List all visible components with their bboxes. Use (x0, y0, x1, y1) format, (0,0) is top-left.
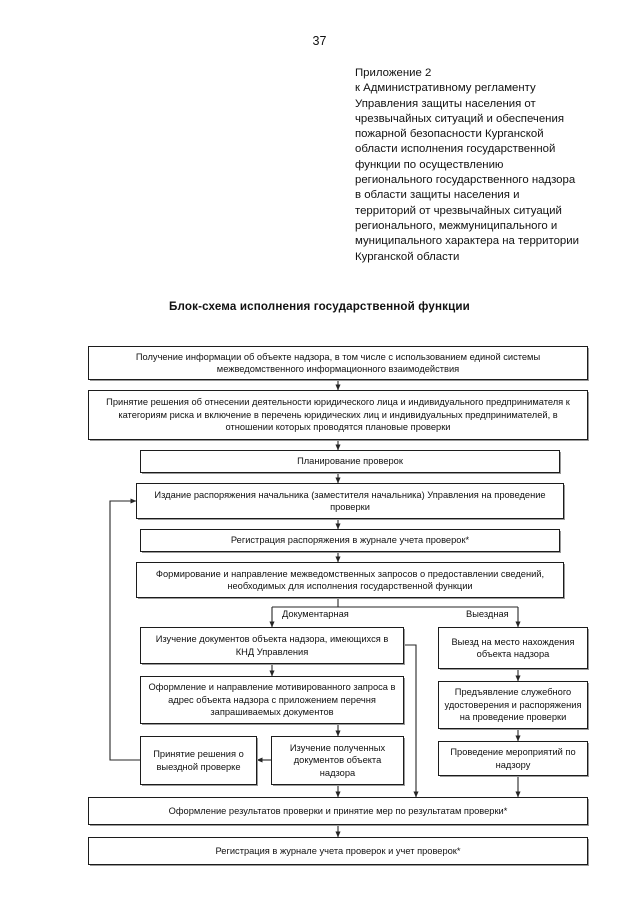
node-study-received-docs-label: Изучение полученных документов объекта н… (289, 742, 386, 778)
appendix-header-block: Приложение 2 к Административному регламе… (355, 66, 625, 265)
header-line-6: функции по осуществлению (355, 158, 504, 171)
node-planning-label: Планирование проверок (297, 456, 403, 467)
header-line-9: территорий от чрезвычайных ситуаций (355, 204, 562, 217)
node-supervision-activities: Проведение мероприятий по надзору (438, 741, 588, 776)
node-register-order-label: Регистрация распоряжения в журнале учета… (230, 535, 470, 546)
node-motivated-request: Оформление и направление мотивированного… (140, 676, 404, 724)
node-register-results: Регистрация в журнале учета проверок и у… (88, 837, 588, 865)
node-receive-info-label: Получение информации об объекте надзора,… (135, 351, 541, 374)
node-study-received-docs: Изучение полученных документов объекта н… (271, 736, 404, 785)
node-decision-field-check: Принятие решения о выездной проверке (140, 736, 257, 785)
node-present-credentials: Предъявление служебного удостоверения и … (438, 681, 588, 729)
node-travel-to-site-label: Выезд на место нахождения объекта надзор… (451, 636, 575, 659)
node-receive-info: Получение информации об объекте надзора,… (88, 346, 588, 380)
node-issue-order-label: Издание распоряжения начальника (замести… (154, 489, 546, 512)
header-line-8: в области защиты населения и (355, 189, 520, 202)
node-decision-field-check-label: Принятие решения о выездной проверке (153, 749, 244, 772)
branch-label-documentary: Документарная (282, 609, 349, 619)
header-line-5: области исполнения государственной (355, 143, 556, 156)
node-formalize-results: Оформление результатов проверки и принят… (88, 797, 588, 825)
node-travel-to-site: Выезд на место нахождения объекта надзор… (438, 627, 588, 669)
node-formalize-results-label: Оформление результатов проверки и принят… (168, 805, 508, 816)
node-issue-order: Издание распоряжения начальника (замести… (136, 483, 564, 519)
header-line-10: регионального, межмуниципального и (355, 219, 558, 232)
header-line-11: муниципального характера на территории (355, 235, 579, 248)
header-line-4: пожарной безопасности Курганской (355, 128, 544, 141)
node-risk-decision: Принятие решения об отнесении деятельнос… (88, 390, 588, 440)
page-number: 37 (312, 34, 327, 48)
header-line-0: Приложение 2 (355, 67, 432, 79)
node-present-credentials-label: Предъявление служебного удостоверения и … (444, 687, 582, 723)
header-line-1: к Административному регламенту (355, 82, 536, 95)
header-line-7: регионального государственного надзора (355, 174, 576, 187)
node-supervision-activities-label: Проведение мероприятий по надзору (450, 747, 576, 770)
node-study-docs-knd: Изучение документов объекта надзора, име… (140, 627, 404, 664)
node-study-docs-knd-label: Изучение документов объекта надзора, име… (155, 634, 389, 657)
header-line-12: Курганской области (355, 250, 460, 263)
node-interagency-requests-label: Формирование и направление межведомствен… (155, 568, 545, 591)
node-register-order: Регистрация распоряжения в журнале учета… (140, 529, 560, 552)
node-register-results-label: Регистрация в журнале учета проверок и у… (215, 845, 461, 856)
branch-label-field: Выездная (466, 609, 509, 619)
node-interagency-requests: Формирование и направление межведомствен… (136, 562, 564, 598)
header-line-3: чрезвычайных ситуаций и обеспечения (355, 112, 565, 125)
node-risk-decision-label: Принятие решения об отнесении деятельнос… (106, 397, 570, 433)
diagram-title: Блок-схема исполнения государственной фу… (169, 300, 470, 313)
header-line-2: Управления защиты населения от (355, 97, 536, 110)
node-motivated-request-label: Оформление и направление мотивированного… (148, 682, 396, 718)
node-planning: Планирование проверок (140, 450, 560, 473)
